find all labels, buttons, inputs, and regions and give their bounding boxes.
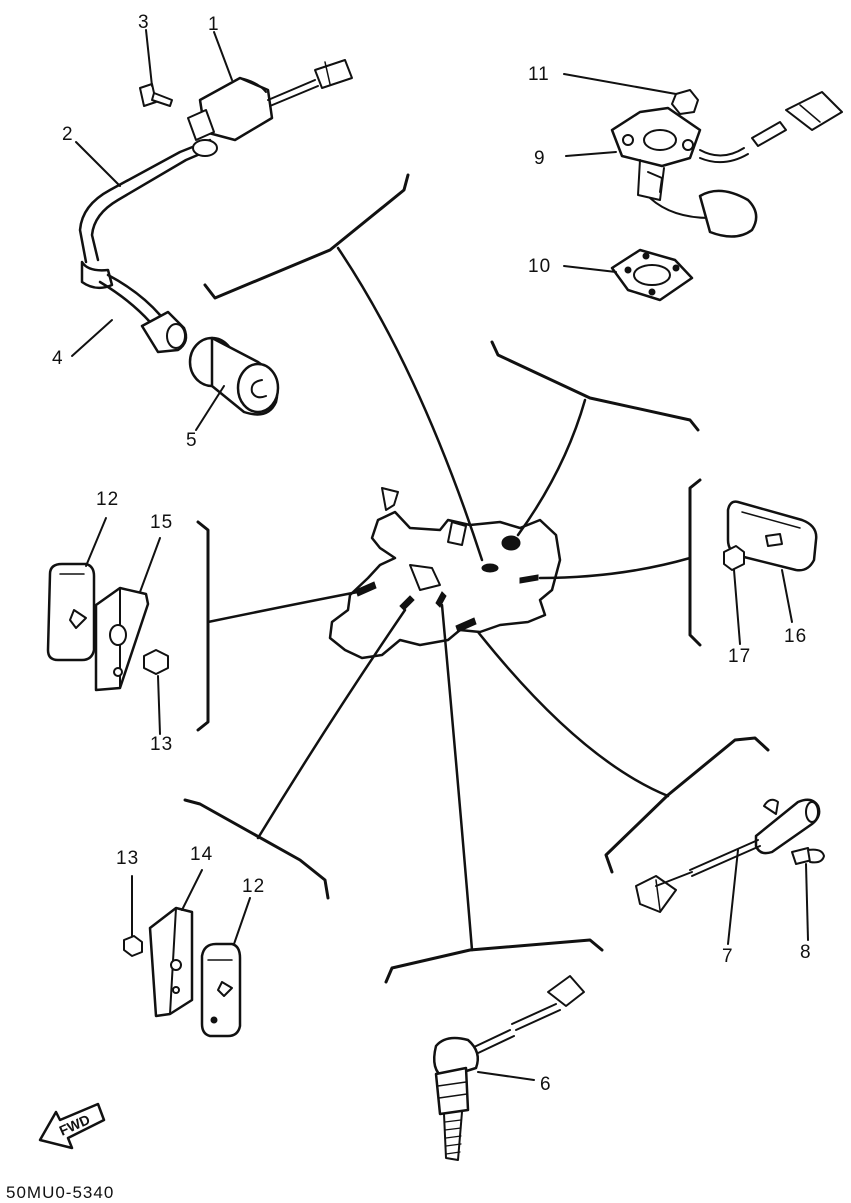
callout-13-left: 13: [150, 734, 173, 755]
callout-1: 1: [208, 14, 220, 35]
callout-11: 11: [528, 64, 550, 85]
callout-12-lower: 12: [242, 876, 265, 897]
callout-5: 5: [186, 430, 198, 451]
callout-13-lower: 13: [116, 848, 139, 869]
callout-9: 9: [534, 148, 546, 169]
callout-8: 8: [800, 942, 812, 963]
callout-3: 3: [138, 12, 150, 33]
callout-17: 17: [728, 646, 751, 667]
lower-left-cover-assembly: [123, 906, 242, 1038]
ignition-coil-assembly: [78, 59, 353, 416]
callout-10: 10: [528, 256, 551, 277]
fwd-arrow: FWD: [38, 1102, 106, 1150]
drawing-code: 50MU0-5340: [6, 1183, 114, 1202]
callout-4: 4: [52, 348, 64, 369]
callout-14: 14: [190, 844, 213, 865]
sensor-assembly-top: [610, 89, 843, 302]
group-brackets: [183, 173, 770, 984]
callout-numbers: 1 2 3 4 5 6 7 8 9 10 11 12 12 13 13 14 1…: [52, 12, 812, 1095]
right-cover-assembly: [723, 500, 818, 572]
callout-2: 2: [62, 124, 74, 145]
left-cover-assembly: [46, 562, 169, 692]
callout-6: 6: [540, 1074, 552, 1095]
callout-15: 15: [150, 512, 173, 533]
callout-16: 16: [784, 626, 807, 647]
switch-assembly: [635, 798, 825, 913]
lower-sensor-assembly: [433, 975, 585, 1161]
callout-leaders: [71, 29, 809, 1081]
callout-12-left: 12: [96, 489, 119, 510]
callout-7: 7: [722, 946, 734, 967]
